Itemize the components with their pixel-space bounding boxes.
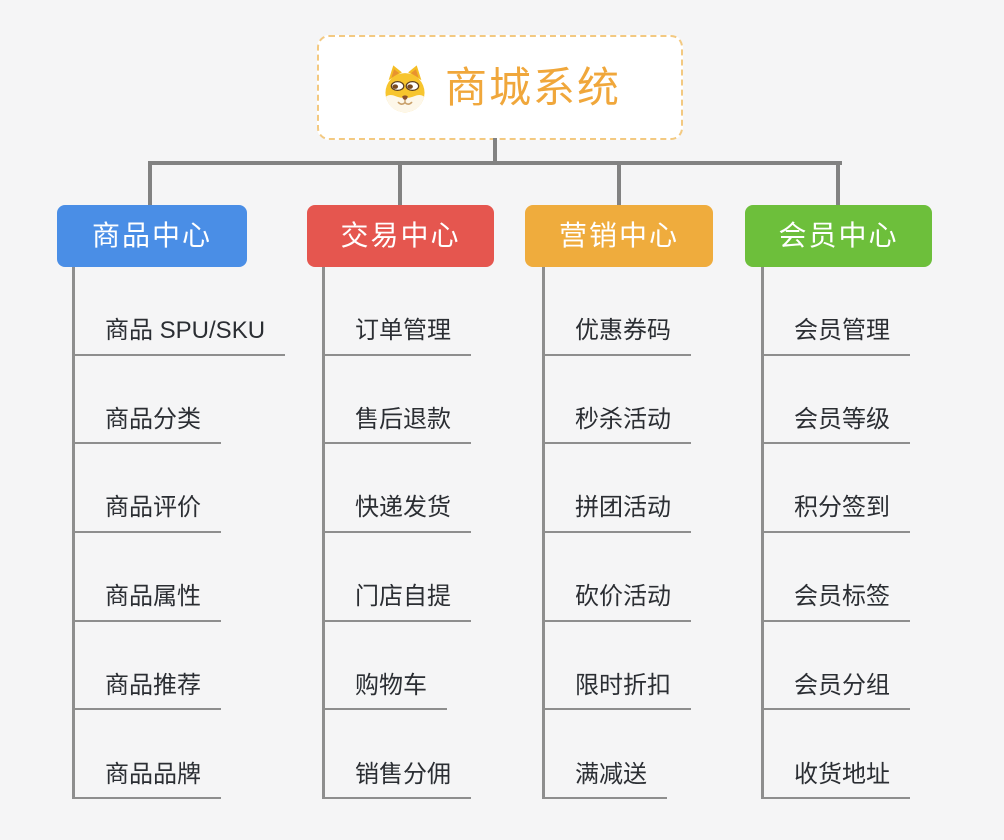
mindmap-item: 门店自提: [322, 533, 471, 622]
mindmap-item: 会员分组: [761, 622, 910, 711]
mindmap-item: 商品推荐: [72, 622, 285, 711]
mindmap-item-label[interactable]: 商品推荐: [72, 672, 221, 711]
mindmap-item-label[interactable]: 会员管理: [761, 317, 910, 356]
mindmap-item: 商品分类: [72, 356, 285, 445]
shiba-dog-icon: [385, 64, 425, 112]
branch-list-trade-center: 订单管理售后退款快递发货门店自提购物车销售分佣: [322, 267, 471, 800]
connector-drop-marketing-center: [617, 161, 621, 207]
mindmap-item: 快递发货: [322, 444, 471, 534]
mindmap-item-label[interactable]: 收货地址: [761, 761, 910, 800]
mindmap-item: 商品评价: [72, 444, 285, 534]
mindmap-item: 优惠券码: [542, 267, 691, 356]
connector-drop-product-center: [148, 161, 152, 207]
mindmap-item: 商品品牌: [72, 710, 285, 800]
mindmap-item: 商品属性: [72, 533, 285, 622]
mindmap-item-label[interactable]: 快递发货: [322, 494, 471, 534]
mindmap-item-label[interactable]: 会员分组: [761, 672, 910, 711]
branch-list-member-center: 会员管理会员等级积分签到会员标签会员分组收货地址: [761, 267, 910, 800]
mindmap-item-label[interactable]: 订单管理: [322, 317, 471, 356]
root-node[interactable]: 商城系统: [317, 35, 683, 140]
mindmap-item-label[interactable]: 商品分类: [72, 406, 221, 445]
mindmap-item-label[interactable]: 商品评价: [72, 494, 221, 534]
connector-drop-trade-center: [398, 161, 402, 207]
mindmap-item: 秒杀活动: [542, 356, 691, 445]
branch-label: 商品中心: [91, 220, 212, 251]
mindmap-item-label[interactable]: 购物车: [322, 672, 447, 711]
mindmap-item: 订单管理: [322, 267, 471, 356]
branch-label: 交易中心: [340, 220, 461, 251]
mindmap-item: 积分签到: [761, 444, 910, 534]
mindmap-item-label[interactable]: 秒杀活动: [542, 406, 691, 445]
branch-node-product-center[interactable]: 商品中心: [57, 205, 247, 267]
branch-list-product-center: 商品 SPU/SKU 商品分类商品评价商品属性商品推荐商品品牌: [72, 267, 286, 800]
mindmap-item: 会员等级: [761, 356, 910, 445]
mindmap-item-label[interactable]: 砍价活动: [542, 583, 691, 622]
mindmap-item-label[interactable]: 会员等级: [761, 406, 910, 445]
mindmap-item: 拼团活动: [542, 444, 691, 534]
mindmap-item-label[interactable]: 门店自提: [322, 583, 471, 622]
mindmap-item-label[interactable]: 积分签到: [761, 494, 910, 534]
mindmap-item-label[interactable]: 拼团活动: [542, 494, 691, 534]
branch-node-marketing-center[interactable]: 营销中心: [525, 205, 713, 267]
mindmap-item: 购物车: [322, 622, 471, 711]
mindmap-item-label[interactable]: 商品品牌: [72, 761, 221, 800]
connector-root-drop: [493, 138, 497, 165]
branch-list-marketing-center: 优惠券码秒杀活动拼团活动砍价活动限时折扣满减送: [542, 267, 691, 800]
mindmap-item-label[interactable]: 满减送: [542, 761, 667, 800]
connector-drop-member-center: [836, 161, 840, 207]
mindmap-item: 会员标签: [761, 533, 910, 622]
connector-horizontal-rail: [148, 161, 842, 165]
mindmap-item-label[interactable]: 会员标签: [761, 583, 910, 622]
mindmap-item: 收货地址: [761, 710, 910, 800]
mindmap-item-label[interactable]: 商品属性: [72, 583, 221, 622]
mindmap-item: 会员管理: [761, 267, 910, 356]
mindmap-item-label[interactable]: 优惠券码: [542, 317, 691, 356]
mindmap-item-label[interactable]: 限时折扣: [542, 672, 691, 711]
branch-label: 会员中心: [778, 220, 899, 251]
mindmap-item-label[interactable]: 商品 SPU/SKU: [72, 317, 286, 356]
mindmap-item-label[interactable]: 销售分佣: [322, 761, 471, 800]
branch-node-trade-center[interactable]: 交易中心: [307, 205, 494, 267]
branch-label: 营销中心: [558, 220, 679, 251]
mindmap-item: 限时折扣: [542, 622, 691, 711]
mindmap-item: 商品 SPU/SKU: [72, 267, 286, 356]
mindmap-item: 满减送: [542, 710, 691, 800]
mindmap-item-label[interactable]: 售后退款: [322, 406, 471, 445]
branch-node-member-center[interactable]: 会员中心: [745, 205, 932, 267]
root-title: 商城系统: [444, 63, 621, 111]
mindmap-item: 砍价活动: [542, 533, 691, 622]
mindmap-item: 售后退款: [322, 356, 471, 445]
mindmap-item: 销售分佣: [322, 710, 471, 800]
